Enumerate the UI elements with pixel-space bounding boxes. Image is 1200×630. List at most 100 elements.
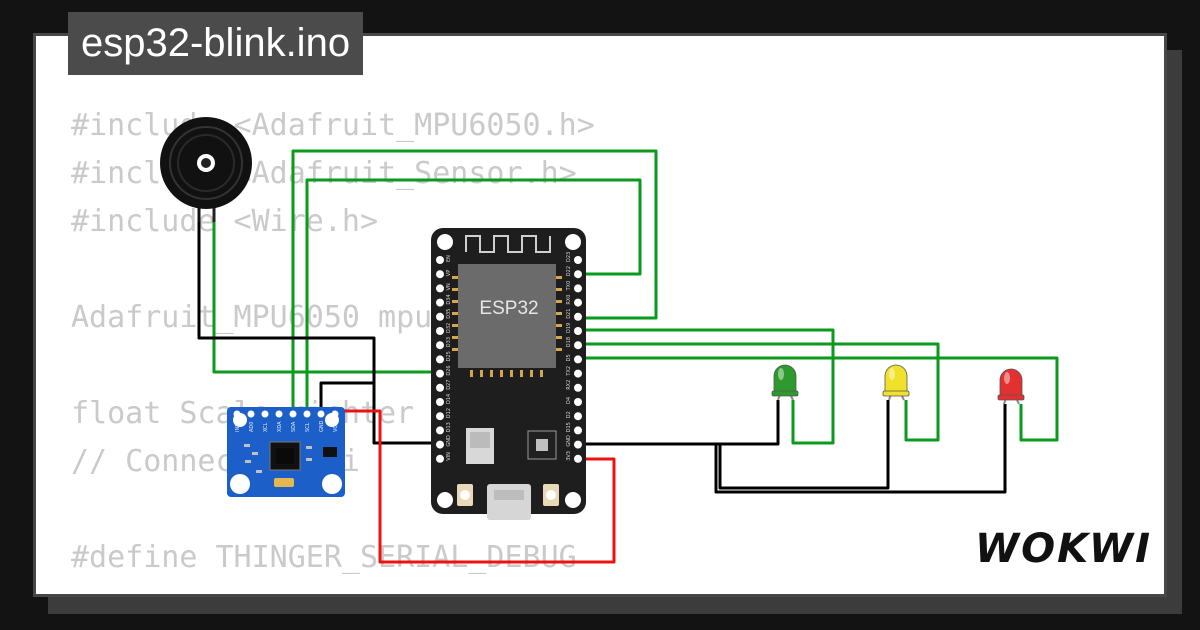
- mpu-pin-label: XCL: [263, 422, 269, 432]
- esp32-pin-3v3[interactable]: [574, 454, 582, 463]
- esp32-pin-d4[interactable]: [574, 398, 582, 406]
- esp32-pin-label: D23: [566, 252, 572, 262]
- esp32-pin-d26[interactable]: [436, 369, 444, 378]
- esp32-pin-label: D34: [446, 294, 452, 304]
- esp32-pin-gnd[interactable]: [574, 440, 582, 449]
- esp32-pin-d23[interactable]: [574, 256, 582, 264]
- esp32-pin-d12[interactable]: [436, 412, 444, 421]
- mpu-pin-int[interactable]: [233, 410, 241, 418]
- wokwi-logo: WOKWI: [975, 526, 1153, 572]
- esp32-pin-d25[interactable]: [436, 355, 444, 364]
- esp32-pin-d35[interactable]: [436, 312, 444, 321]
- esp32-board[interactable]: ESP32 ENVPVND34D35D32D33D25D26D27D14D12D…: [431, 228, 586, 520]
- esp32-pin-d22[interactable]: [574, 270, 582, 279]
- led-red[interactable]: [997, 368, 1025, 405]
- mpu6050-pins: INT AD0 XCL XDA SDA SCL GND VCC: [233, 410, 339, 432]
- wire-led-red[interactable]: [578, 356, 1059, 442]
- esp32-pin-label: D35: [446, 309, 452, 319]
- esp32-pin-en[interactable]: [436, 256, 444, 264]
- wire-led-gnd[interactable]: [578, 404, 1007, 494]
- esp32-pin-d13[interactable]: [436, 426, 444, 435]
- esp32-pin-rx0[interactable]: [574, 298, 582, 307]
- mpu-pin-label: SDA: [291, 421, 297, 432]
- mpu-pin-ad0[interactable]: [247, 410, 255, 418]
- esp32-pin-label: D2: [566, 411, 572, 418]
- code-background: #include <Adafruit_MPU6050.h>#include <A…: [71, 102, 595, 582]
- mpu-pin-gnd[interactable]: [317, 410, 325, 418]
- esp32-pin-d18[interactable]: [574, 341, 582, 350]
- mpu-pin-label: AD0: [249, 422, 255, 432]
- mpu-pin-label: SCL: [305, 422, 311, 432]
- wires: [197, 149, 1059, 564]
- wire-sda[interactable]: [291, 149, 658, 414]
- esp32-pin-label: D22: [566, 266, 572, 276]
- esp32-pin-label: VIN: [446, 452, 452, 461]
- esp32-pin-label: D14: [446, 394, 452, 404]
- leds: [771, 364, 1025, 405]
- mpu-pin-xcl[interactable]: [261, 410, 269, 418]
- wire-mpu-gnd[interactable]: [319, 381, 376, 443]
- esp32-pin-label: TX0: [566, 281, 572, 292]
- esp32-pin-label: D13: [446, 422, 452, 432]
- esp32-pin-label: RX2: [566, 380, 572, 390]
- mpu-pin-label: XDA: [277, 421, 283, 432]
- wire-buzzer-gnd[interactable]: [197, 220, 440, 445]
- mpu-pin-sda[interactable]: [289, 410, 297, 418]
- esp32-pin-label: D4: [566, 397, 572, 404]
- mpu-pin-vcc[interactable]: [331, 410, 339, 418]
- esp32-pin-rx2[interactable]: [574, 383, 582, 392]
- esp32-pin-d2[interactable]: [574, 412, 582, 421]
- esp32-chip-label: ESP32: [479, 298, 538, 319]
- esp32-pins: ENVPVND34D35D32D33D25D26D27D14D12D13GNDV…: [436, 252, 582, 463]
- esp32-pin-label: D33: [446, 337, 452, 347]
- wire-scl[interactable]: [305, 178, 642, 414]
- wire-led-gnd-green[interactable]: [716, 400, 780, 446]
- esp32-pin-label: VP: [446, 270, 452, 276]
- esp32-pin-label: D12: [446, 408, 452, 418]
- mpu-pin-label: GND: [319, 420, 325, 432]
- esp32-pin-label: D21: [566, 309, 572, 319]
- esp32-pin-d14[interactable]: [436, 398, 444, 406]
- esp32-pin-label: RX0: [566, 295, 572, 305]
- esp32-pin-label: EN: [446, 255, 452, 262]
- esp32-pin-gnd[interactable]: [436, 440, 444, 449]
- sketch-title: esp32-blink.ino: [68, 12, 364, 75]
- esp32-pin-label: D27: [446, 380, 452, 390]
- esp32-pin-d34[interactable]: [436, 298, 444, 307]
- esp32-pin-d15[interactable]: [574, 426, 582, 435]
- usb-port: [487, 484, 531, 520]
- buzzer[interactable]: [160, 117, 252, 222]
- esp32-pin-d33[interactable]: [436, 341, 444, 350]
- esp32-pin-label: D5: [566, 354, 572, 361]
- mpu6050-module[interactable]: INT AD0 XCL XDA SDA SCL GND VCC: [227, 407, 345, 497]
- esp32-pin-label: D19: [566, 323, 572, 333]
- esp32-pin-label: D18: [566, 337, 572, 347]
- esp32-pin-vin[interactable]: [436, 454, 444, 463]
- mpu-pin-scl[interactable]: [303, 410, 311, 418]
- esp32-pin-vp[interactable]: [436, 270, 444, 279]
- esp32-pin-d21[interactable]: [574, 312, 582, 321]
- esp32-chip: [458, 264, 556, 368]
- esp32-pin-d32[interactable]: [436, 327, 444, 335]
- mpu-pin-label: VCC: [333, 421, 339, 432]
- wire-buzzer-signal[interactable]: [212, 220, 440, 374]
- esp32-pin-label: GND: [566, 435, 572, 447]
- led-yellow[interactable]: [882, 364, 910, 401]
- esp32-pin-d5[interactable]: [574, 355, 582, 364]
- mpu-pin-label: INT: [235, 423, 241, 432]
- wire-led-green[interactable]: [578, 328, 835, 445]
- wire-led-gnd-yellow[interactable]: [718, 400, 890, 490]
- esp32-pin-d27[interactable]: [436, 383, 444, 392]
- esp32-pin-d19[interactable]: [574, 327, 582, 335]
- esp32-pin-tx2[interactable]: [574, 369, 582, 378]
- mpu-pin-xda[interactable]: [275, 410, 283, 418]
- led-green[interactable]: [771, 364, 799, 401]
- esp32-pin-label: D32: [446, 323, 452, 333]
- esp32-pin-label: D26: [446, 365, 452, 375]
- esp32-pin-tx0[interactable]: [574, 284, 582, 293]
- wire-led-yellow[interactable]: [578, 342, 940, 442]
- esp32-pin-vn[interactable]: [436, 284, 444, 293]
- esp32-pin-label: VN: [446, 283, 452, 290]
- esp32-pin-label: TX2: [566, 366, 572, 377]
